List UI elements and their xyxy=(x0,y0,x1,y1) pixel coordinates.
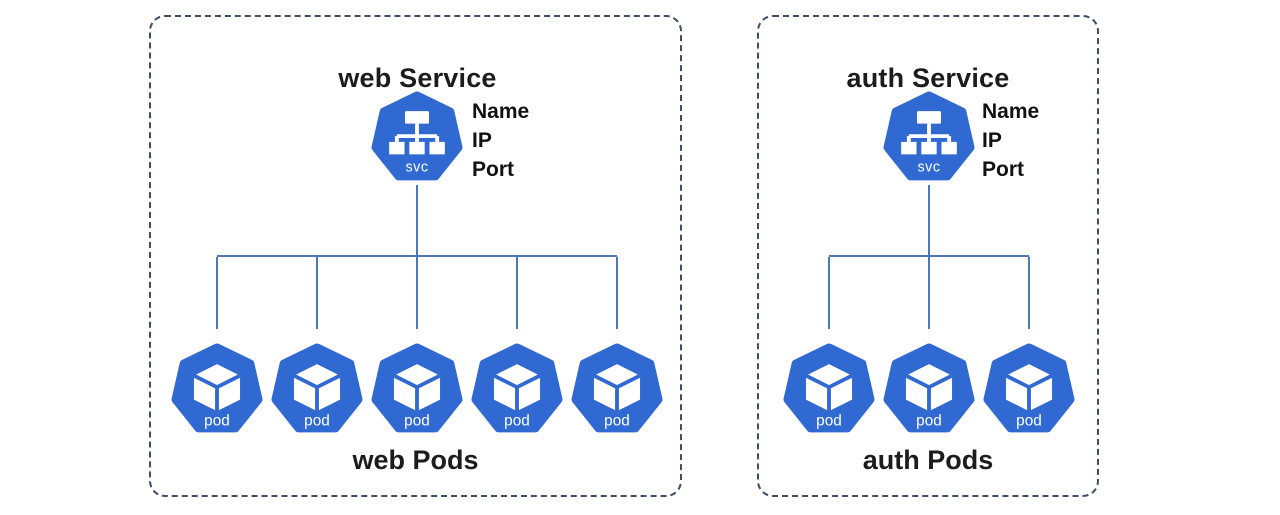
pod-heptagon-icon: pod xyxy=(883,343,975,433)
connector-drop xyxy=(828,257,830,329)
pod-icon-label: pod xyxy=(604,413,630,430)
connector-stem xyxy=(928,185,930,257)
web-pod-3: pod xyxy=(369,343,465,439)
pod-icon-label: pod xyxy=(304,413,330,430)
auth-pod-1: pod xyxy=(781,343,877,439)
svc-icon-label: svc xyxy=(405,160,428,176)
web-svc-icon: svc xyxy=(369,91,465,187)
web-service-title: web Service xyxy=(338,63,497,93)
pod-icon-label: pod xyxy=(1016,413,1042,430)
pod-icon-label: pod xyxy=(816,413,842,430)
web-pod-5: pod xyxy=(569,343,665,439)
auth-service-title: auth Service xyxy=(846,63,1010,93)
connector-bus xyxy=(829,255,1029,257)
pod-icon-label: pod xyxy=(204,413,230,430)
service-attr-port: Port xyxy=(472,158,514,181)
pod-heptagon-icon: pod xyxy=(983,343,1075,433)
pod-heptagon-icon: pod xyxy=(571,343,663,433)
pod-icon-label: pod xyxy=(916,413,942,430)
web-pod-2: pod xyxy=(269,343,365,439)
pod-icon-label: pod xyxy=(404,413,430,430)
auth-pod-3: pod xyxy=(981,343,1077,439)
pod-heptagon-icon: pod xyxy=(171,343,263,433)
service-heptagon-icon: svc xyxy=(883,91,975,181)
web-service-panel: web Service svc Name IP Port xyxy=(149,15,682,497)
connector-drop xyxy=(616,257,618,329)
pod-heptagon-icon: pod xyxy=(371,343,463,433)
pod-icon-label: pod xyxy=(504,413,530,430)
svc-icon-label: svc xyxy=(917,160,940,176)
service-attr-name: Name xyxy=(982,100,1040,123)
auth-pods-label: auth Pods xyxy=(862,445,994,475)
pod-heptagon-icon: pod xyxy=(271,343,363,433)
web-pods-label: web Pods xyxy=(352,445,479,475)
service-attr-port: Port xyxy=(982,158,1024,181)
connector-drop xyxy=(516,257,518,329)
auth-svc-icon: svc xyxy=(881,91,977,187)
web-service-attributes: Name IP Port xyxy=(472,97,529,184)
connector-drop xyxy=(216,257,218,329)
service-attr-name: Name xyxy=(472,100,530,123)
connector-drop xyxy=(416,257,418,329)
service-attr-ip: IP xyxy=(982,129,1002,152)
auth-pod-2: pod xyxy=(881,343,977,439)
connector-drop xyxy=(316,257,318,329)
service-attr-ip: IP xyxy=(472,129,492,152)
connector-bus xyxy=(217,255,617,257)
connector-stem xyxy=(416,185,418,257)
connector-drop xyxy=(1028,257,1030,329)
service-heptagon-icon: svc xyxy=(371,91,463,181)
pod-heptagon-icon: pod xyxy=(783,343,875,433)
web-pod-1: pod xyxy=(169,343,265,439)
pod-heptagon-icon: pod xyxy=(471,343,563,433)
web-pod-4: pod xyxy=(469,343,565,439)
connector-drop xyxy=(928,257,930,329)
auth-service-attributes: Name IP Port xyxy=(982,97,1039,184)
auth-service-panel: auth Service svc Name IP Port xyxy=(757,15,1099,497)
